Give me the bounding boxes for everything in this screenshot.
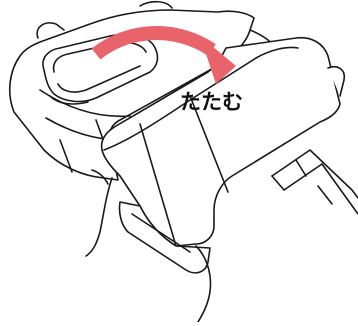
fold-label: たたむ bbox=[180, 92, 243, 113]
strap bbox=[272, 150, 358, 214]
